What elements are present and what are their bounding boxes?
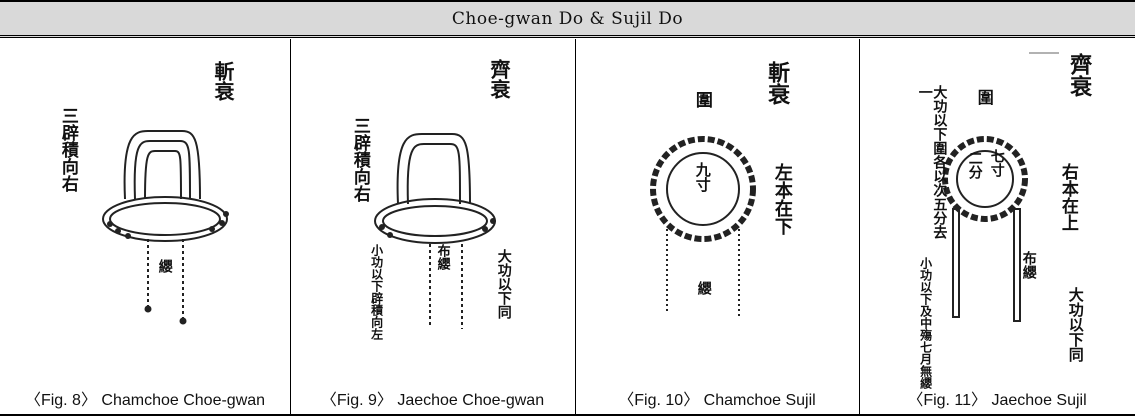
sujil-illustration: [942, 52, 1059, 322]
table-header: Choe-gwan Do & Sujil Do: [0, 2, 1135, 38]
label-tassel: 纓: [695, 281, 712, 295]
label-inner: 九寸: [693, 162, 712, 192]
figure-cell-11: 齊衰 圍 七寸 二分 右本在上 大功以下圍各以次五分去一 布纓 小功以下及中殤七…: [859, 39, 1135, 416]
choe-gwan-illustration: [374, 133, 496, 329]
label-cloth-tassel: 布纓: [1020, 251, 1037, 279]
label-right: 右本在上: [1057, 163, 1078, 231]
label-inner-1: 七寸: [988, 149, 1005, 177]
figure-caption: 〈Fig. 8〉 Chamchoe Choe-gwan: [24, 392, 266, 409]
cell-divider: [575, 39, 576, 416]
sujil-illustration: [650, 136, 756, 319]
cell-divider: [859, 39, 860, 416]
label-left: 三辟積向右: [349, 117, 370, 202]
table-title: Choe-gwan Do & Sujil Do: [451, 8, 684, 29]
label-top: 斬衰: [764, 61, 791, 105]
label-top: 齊衰: [1066, 53, 1093, 97]
figure-cell-9: 齊衰 三辟積向右 布纓 小功以下辟積向左 大功以下同 〈Fig. 9〉 Jaec…: [290, 39, 575, 416]
label-circle: 圍: [974, 89, 994, 105]
figure-caption: 〈Fig. 9〉 Jaechoe Choe-gwan: [320, 392, 545, 409]
cell-divider: [290, 39, 291, 416]
figure-row: 斬衰 三辟積向右 纓 〈Fig. 8〉 Chamchoe Choe-gwan: [0, 39, 1135, 416]
label-note-2: 大功以下同: [495, 249, 512, 319]
label-top: 斬衰: [211, 61, 235, 101]
label-note-1: 小功以下及中殤七月無纓: [918, 257, 933, 389]
figure-caption: 〈Fig. 11〉 Jaechoe Sujil: [907, 392, 1087, 409]
label-left: 大功以下圍各以次五分去一: [916, 85, 948, 239]
label-cloth-tassel: 布纓: [434, 244, 450, 270]
label-note-2: 大功以下同: [1066, 287, 1085, 362]
label-note-1: 小功以下辟積向左: [369, 244, 384, 340]
label-inner-2: 二分: [966, 151, 983, 179]
label-tassel: 纓: [156, 259, 173, 273]
figure-caption: 〈Fig. 10〉 Chamchoe Sujil: [618, 392, 816, 409]
label-top: 齊衰: [487, 59, 511, 99]
choe-gwan-illustration: [102, 130, 229, 325]
figure-cell-10: 斬衰 圍 九寸 左本在下 纓 〈Fig. 10〉 Chamchoe Sujil: [575, 39, 859, 416]
label-right: 左本在下: [771, 163, 793, 235]
label-circle: 圍: [691, 91, 712, 108]
figure-cell-8: 斬衰 三辟積向右 纓 〈Fig. 8〉 Chamchoe Choe-gwan: [0, 39, 290, 416]
label-left: 三辟積向右: [57, 107, 78, 192]
